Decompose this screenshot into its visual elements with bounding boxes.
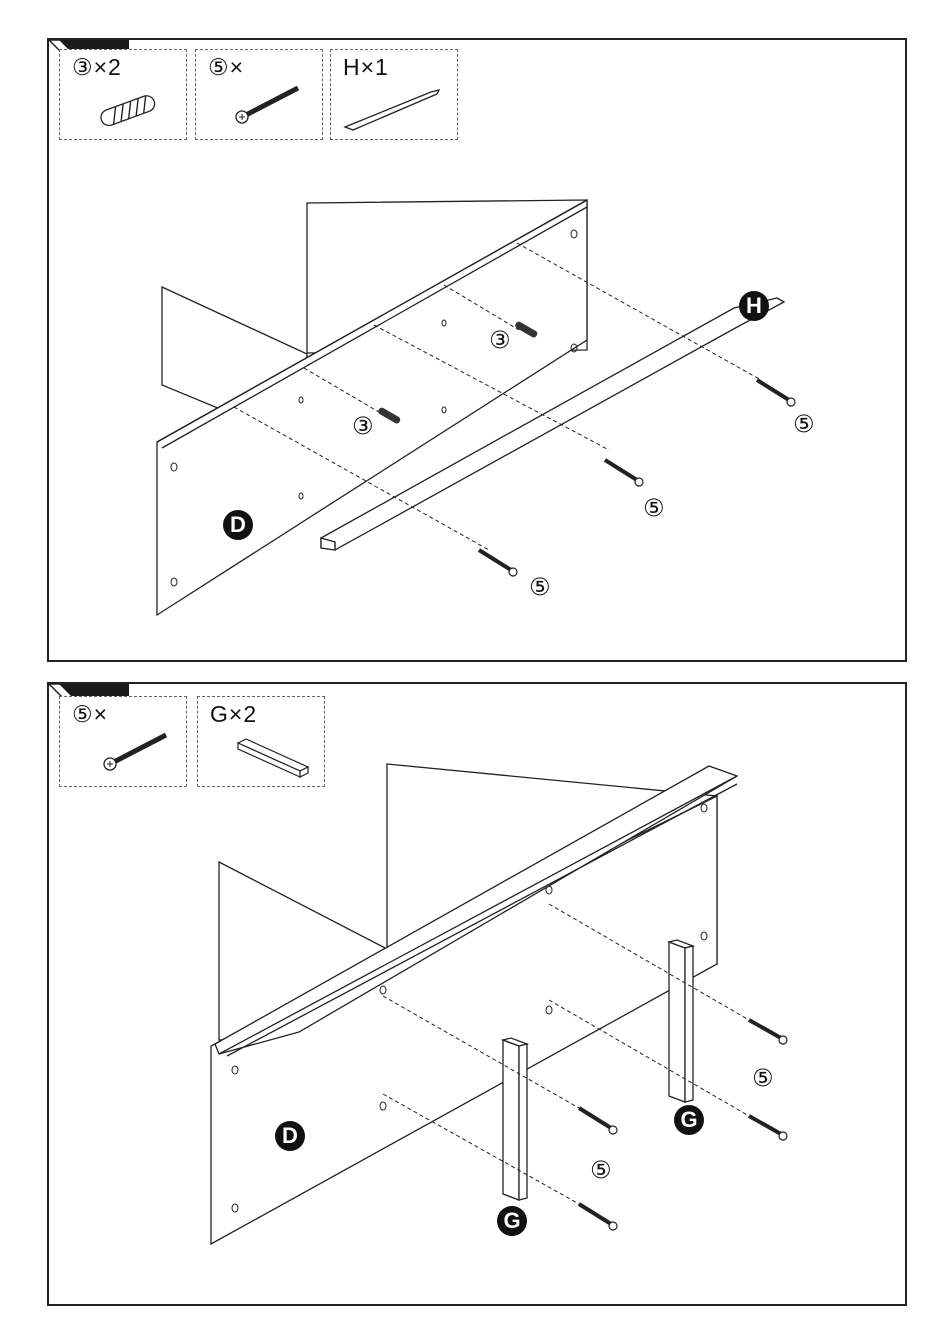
rail-icon xyxy=(331,50,459,141)
callout-screw-bottom: ⑤ xyxy=(529,573,551,601)
part-box-screw: ⑤× xyxy=(59,696,187,787)
callout-screw-top: ⑤ xyxy=(793,410,815,438)
callout-dowel-left: ③ xyxy=(352,412,374,440)
step-2-panel: ⑤× G×2 ⑤ ⑤ D G G xyxy=(47,682,907,1306)
part-box-dowel: ③×2 xyxy=(59,49,187,140)
callout-dowel-right: ③ xyxy=(489,326,511,354)
callout-screw-left: ⑤ xyxy=(590,1156,612,1184)
leg-g-left xyxy=(503,1040,519,1200)
callout-screw-mid: ⑤ xyxy=(643,494,665,522)
label-panel-d: D xyxy=(223,510,253,540)
label-panel-d: D xyxy=(275,1121,305,1151)
label-rail-h: H xyxy=(739,291,769,321)
dowel-icon xyxy=(60,50,188,141)
screw-icon xyxy=(479,380,795,576)
leg-block-icon xyxy=(198,697,326,788)
label-leg-g-right: G xyxy=(674,1105,704,1135)
label-leg-g-left: G xyxy=(497,1206,527,1236)
part-box-rail: H×1 xyxy=(330,49,458,140)
part-box-screw: ⑤× xyxy=(195,49,323,140)
screw-icon xyxy=(196,50,324,141)
callout-screw-right: ⑤ xyxy=(752,1064,774,1092)
screw-icon xyxy=(60,697,188,788)
part-box-leg-block: G×2 xyxy=(197,696,325,787)
step-1-panel: ③×2 ⑤× H×1 ③ ③ ⑤ ⑤ ⑤ D H xyxy=(47,38,907,662)
